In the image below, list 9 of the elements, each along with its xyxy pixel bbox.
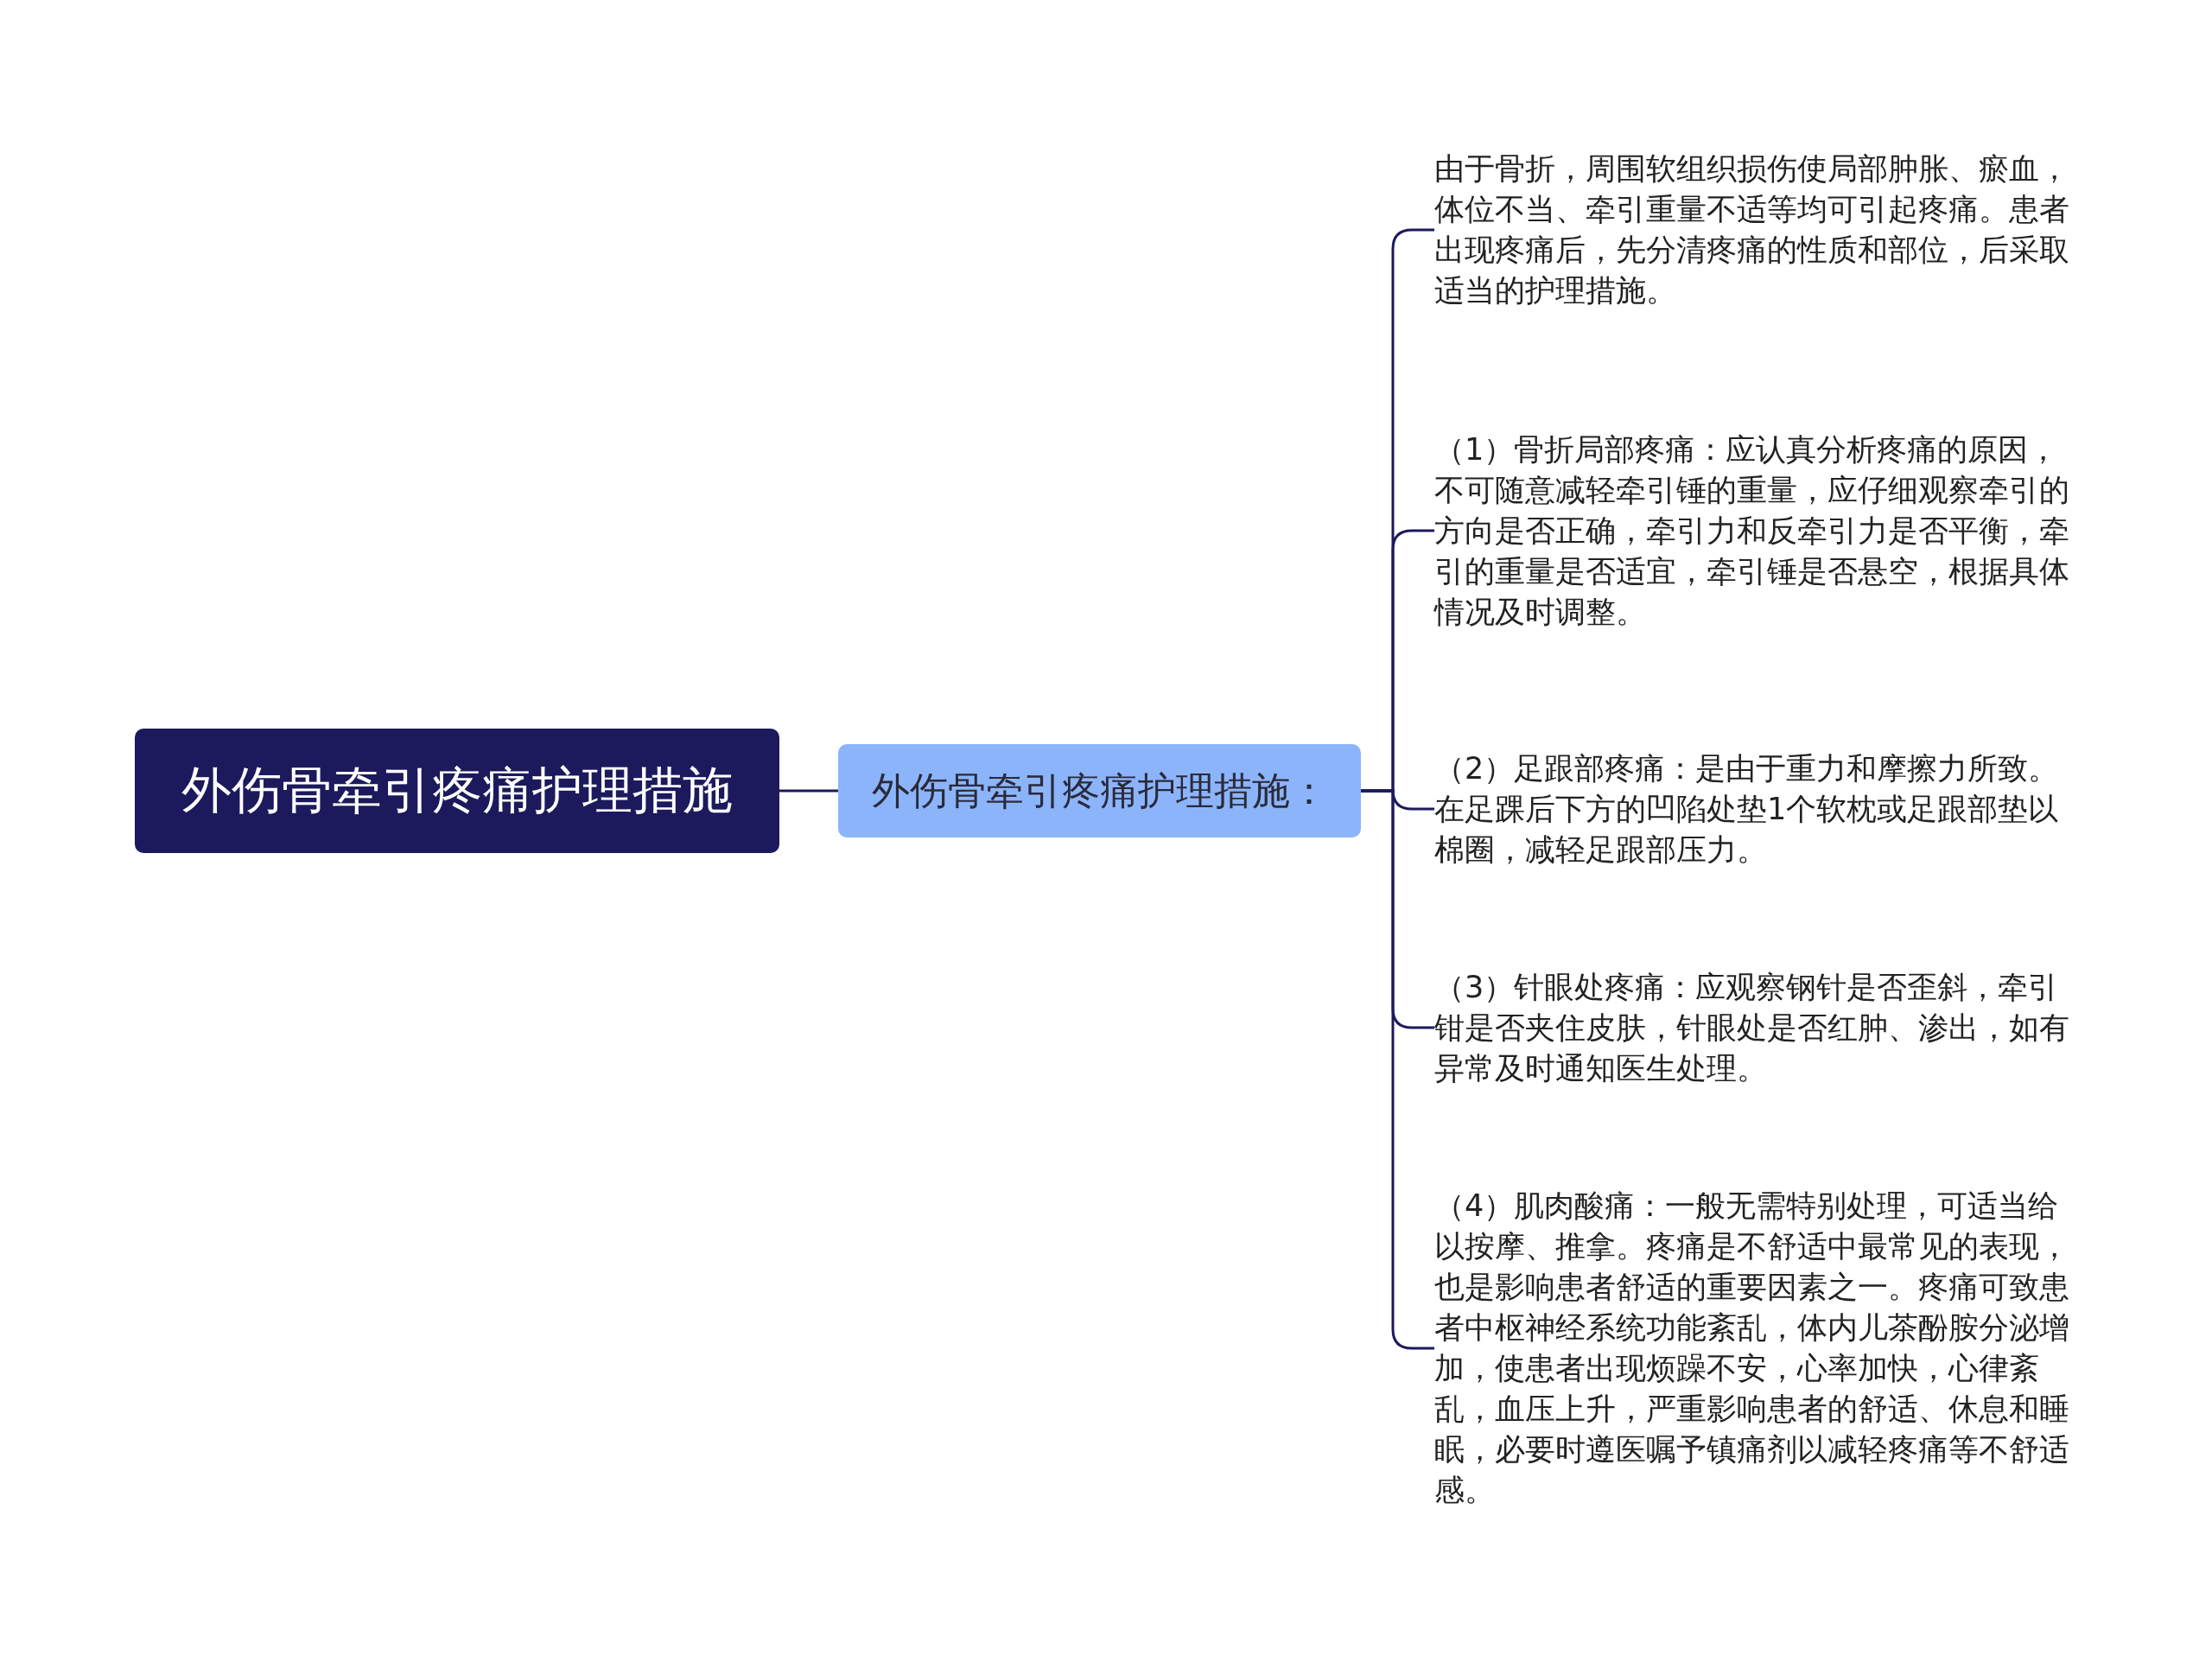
leaf-text: （1）骨折局部疼痛：应认真分析疼痛的原因，不可随意减轻牵引锤的重量，应仔细观察牵引的方向是否正确，牵引力和反牵引力是否平衡，牵引的重量是否适宜，牵引锤是否悬空，根据具体情况及时调整。	[1434, 429, 2074, 633]
leaf-text: （2）足跟部疼痛：是由于重力和摩擦力所致。在足踝后下方的凹陷处垫1个软枕或足跟部垫以棉圈，减轻足跟部压力。	[1434, 748, 2074, 870]
leaf-text: （4）肌肉酸痛：一般无需特别处理，可适当给以按摩、推拿。疼痛是不舒适中最常见的表现，也是影响患者舒适的重要因素之一。疼痛可致患者中枢神经系统功能紊乱，体内儿茶酚胺分泌增加，使患者出现烦躁不安，心率加快，心律紊乱，血压上升，严重影响患者的舒适、休息和睡眠，必要时遵医嘱予镇痛剂以减轻疼痛等不舒适感。	[1434, 1186, 2074, 1511]
connector-line	[779, 789, 838, 793]
leaf-text: 由于骨折，周围软组织损伤使局部肿胀、瘀血，体位不当、牵引重量不适等均可引起疼痛。患者出现疼痛后，先分清疼痛的性质和部位，后采取适当的护理措施。	[1434, 149, 2074, 311]
leaf-text: （3）针眼处疼痛：应观察钢针是否歪斜，牵引钳是否夹住皮肤，针眼处是否红肿、渗出，如有异常及时通知医生处理。	[1434, 966, 2074, 1089]
branch-topic: 外伤骨牵引疼痛护理措施：	[838, 744, 1361, 837]
root-topic: 外伤骨牵引疼痛护理措施	[135, 729, 779, 853]
connector-line	[1361, 789, 1434, 1350]
